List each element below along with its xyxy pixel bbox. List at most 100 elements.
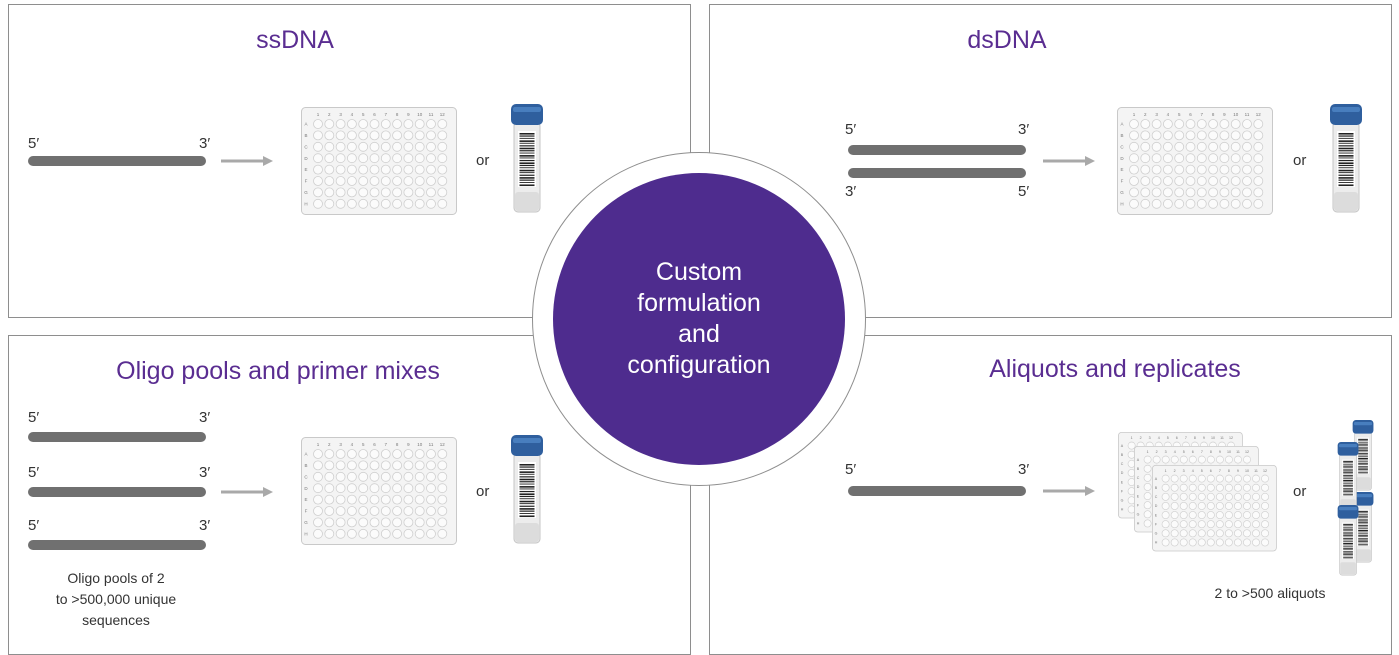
svg-text:1: 1 bbox=[317, 112, 320, 117]
svg-text:E: E bbox=[1155, 513, 1158, 517]
svg-text:1: 1 bbox=[1131, 436, 1133, 440]
svg-text:10: 10 bbox=[417, 112, 423, 117]
ssdna-arrow-icon bbox=[221, 156, 273, 166]
aliquots-tube-back-bottom-graphic bbox=[1352, 492, 1374, 563]
ssdna-title: ssDNA bbox=[256, 26, 334, 54]
oligo-note-line-1: Oligo pools of 2 bbox=[67, 570, 165, 586]
ssdna-three-prime-label: 3′ bbox=[199, 135, 211, 152]
svg-text:F: F bbox=[305, 179, 308, 184]
aliquots-strand bbox=[848, 486, 1026, 496]
dsdna-top-three-prime-label: 3′ bbox=[1018, 121, 1030, 138]
center-hub: Custom formulation and configuration bbox=[553, 173, 845, 465]
aliquots-tube-front-bottom-graphic bbox=[1337, 505, 1359, 576]
svg-text:G: G bbox=[304, 520, 308, 525]
dsdna-bottom-five-prime-label: 5′ bbox=[1018, 183, 1030, 200]
svg-text:A: A bbox=[304, 122, 307, 127]
svg-text:D: D bbox=[1137, 485, 1140, 489]
svg-text:D: D bbox=[1155, 504, 1158, 508]
svg-text:12: 12 bbox=[1245, 450, 1249, 454]
svg-text:F: F bbox=[1121, 179, 1124, 184]
oligo-2-three-prime-label: 3′ bbox=[199, 464, 211, 481]
oligo-pools-title: Oligo pools and primer mixes bbox=[116, 357, 440, 385]
svg-text:D: D bbox=[1121, 471, 1124, 475]
svg-text:1: 1 bbox=[317, 442, 320, 447]
oligo-1-three-prime-label: 3′ bbox=[199, 409, 211, 426]
svg-text:10: 10 bbox=[1245, 469, 1249, 473]
ssdna-strand bbox=[28, 156, 206, 166]
svg-text:H: H bbox=[1120, 201, 1123, 206]
svg-text:4: 4 bbox=[1158, 436, 1160, 440]
svg-text:F: F bbox=[1121, 489, 1124, 493]
svg-text:8: 8 bbox=[396, 442, 399, 447]
ssdna-five-prime-label: 5′ bbox=[28, 135, 40, 152]
dsdna-top-five-prime-label: 5′ bbox=[845, 121, 857, 138]
svg-text:B: B bbox=[1155, 486, 1158, 490]
svg-text:G: G bbox=[1137, 513, 1140, 517]
svg-text:6: 6 bbox=[1189, 112, 1192, 117]
aliquots-tube-front-top-graphic bbox=[1337, 442, 1359, 513]
svg-text:9: 9 bbox=[1219, 450, 1221, 454]
svg-text:4: 4 bbox=[351, 442, 354, 447]
svg-text:11: 11 bbox=[1236, 450, 1240, 454]
svg-text:7: 7 bbox=[385, 112, 388, 117]
svg-text:B: B bbox=[1120, 133, 1123, 138]
svg-text:B: B bbox=[1137, 467, 1140, 471]
svg-text:D: D bbox=[1120, 156, 1124, 161]
svg-text:H: H bbox=[304, 201, 307, 206]
svg-text:F: F bbox=[305, 509, 308, 514]
svg-text:8: 8 bbox=[1212, 112, 1215, 117]
svg-text:9: 9 bbox=[1223, 112, 1226, 117]
svg-text:A: A bbox=[1137, 458, 1140, 462]
svg-text:C: C bbox=[304, 474, 308, 479]
oligo-note-line-3: sequences bbox=[82, 612, 150, 628]
svg-text:6: 6 bbox=[373, 112, 376, 117]
center-hub-text: Custom formulation and configuration bbox=[599, 257, 799, 381]
svg-text:5: 5 bbox=[362, 442, 365, 447]
svg-text:3: 3 bbox=[1149, 436, 1151, 440]
svg-text:C: C bbox=[1137, 476, 1140, 480]
svg-text:3: 3 bbox=[1155, 112, 1158, 117]
svg-text:F: F bbox=[1155, 522, 1158, 526]
svg-text:7: 7 bbox=[1185, 436, 1187, 440]
oligo-or-label: or bbox=[476, 483, 490, 500]
dsdna-top-strand bbox=[848, 145, 1026, 155]
dsdna-arrow-icon bbox=[1043, 156, 1095, 166]
aliquots-title: Aliquots and replicates bbox=[989, 355, 1241, 383]
svg-text:8: 8 bbox=[1194, 436, 1196, 440]
svg-text:4: 4 bbox=[1167, 112, 1170, 117]
aliquots-three-prime-label: 3′ bbox=[1018, 461, 1030, 478]
ssdna-tube-graphic bbox=[511, 104, 543, 213]
svg-text:10: 10 bbox=[1211, 436, 1215, 440]
center-line-3: and bbox=[678, 320, 720, 348]
oligo-tube-graphic bbox=[511, 435, 543, 544]
aliquots-five-prime-label: 5′ bbox=[845, 461, 857, 478]
svg-text:G: G bbox=[304, 190, 308, 195]
svg-text:G: G bbox=[1121, 499, 1124, 503]
svg-text:2: 2 bbox=[328, 442, 331, 447]
center-line-1: Custom bbox=[655, 258, 743, 286]
svg-text:6: 6 bbox=[373, 442, 376, 447]
svg-text:7: 7 bbox=[385, 442, 388, 447]
svg-text:12: 12 bbox=[1229, 436, 1233, 440]
svg-text:11: 11 bbox=[429, 442, 434, 447]
svg-text:8: 8 bbox=[1228, 469, 1230, 473]
svg-text:E: E bbox=[304, 167, 307, 172]
dsdna-title: dsDNA bbox=[967, 26, 1047, 54]
svg-text:7: 7 bbox=[1201, 450, 1203, 454]
svg-text:5: 5 bbox=[362, 112, 365, 117]
svg-text:2: 2 bbox=[328, 112, 331, 117]
svg-text:1: 1 bbox=[1165, 469, 1167, 473]
aliquots-arrow-icon bbox=[1043, 486, 1095, 496]
oligo-strand-2 bbox=[28, 487, 206, 497]
svg-text:C: C bbox=[1155, 495, 1158, 499]
aliquots-or-label: or bbox=[1293, 483, 1307, 500]
svg-text:E: E bbox=[1137, 494, 1140, 498]
oligo-strand-1 bbox=[28, 432, 206, 442]
svg-text:C: C bbox=[1120, 144, 1124, 149]
svg-text:9: 9 bbox=[1203, 436, 1205, 440]
svg-text:4: 4 bbox=[351, 112, 354, 117]
svg-text:9: 9 bbox=[1237, 469, 1239, 473]
